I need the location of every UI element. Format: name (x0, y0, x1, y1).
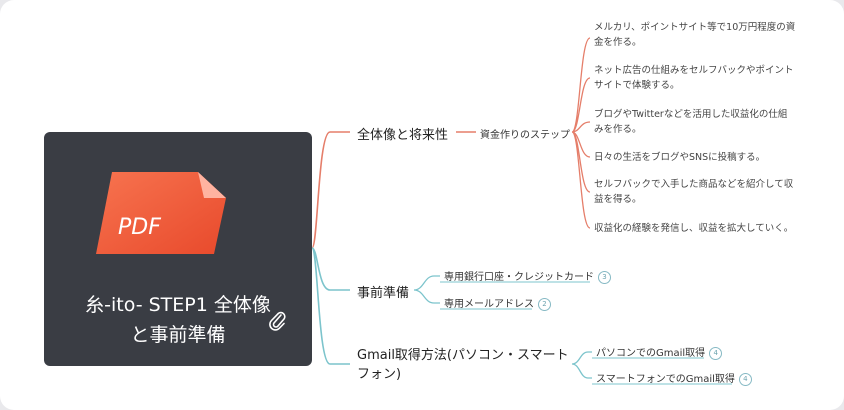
sub-node-funding-steps[interactable]: 資金作りのステップ (480, 130, 570, 141)
item-label: 専用銀行口座・クレジットカード (444, 272, 594, 283)
item-label: スマートフォンでのGmail取得 (596, 374, 735, 385)
leaf-node[interactable]: 収益化の経験を発信し、収益を拡大していく。 (594, 221, 810, 236)
paperclip-icon[interactable] (268, 310, 288, 332)
leaf-line: メルカリ、ポイントサイト等で10万円程度の資 (594, 22, 796, 33)
count-badge[interactable]: 3 (598, 270, 611, 284)
leaf-line: 益を得る。 (594, 194, 642, 205)
connector-root-branch1 (311, 131, 350, 249)
connector-branch3-items (571, 351, 592, 379)
leaf-node[interactable]: セルフバックで入手した商品などを紹介して収 益を得る。 (594, 177, 810, 207)
count-badge[interactable]: 2 (538, 297, 551, 311)
leaf-line: サイトで体験する。 (594, 80, 680, 91)
pdf-label: PDF (118, 215, 161, 240)
root-title-line2: と事前準備 (130, 324, 226, 346)
leaf-node[interactable]: ブログやTwitterなどを活用した収益化の仕組 みを作る。 (594, 107, 810, 137)
branch-overview[interactable]: 全体像と将来性 (357, 128, 449, 143)
leaf-line: ネット広告の仕組みをセルフバックやポイント (594, 65, 794, 76)
leaf-line: ブログやTwitterなどを活用した収益化の仕組 (594, 109, 788, 120)
branch-preparation[interactable]: 事前準備 (357, 286, 410, 301)
branch-label-line: Gmail取得方法(パソコン・スマート (357, 348, 569, 363)
item-label: パソコンでのGmail取得 (596, 348, 706, 359)
leaf-line: 金を作る。 (594, 37, 642, 48)
branch-label-line: フォン) (357, 367, 402, 382)
connector-root-branch3 (311, 247, 350, 365)
count-badge[interactable]: 4 (738, 372, 752, 386)
item-label: 専用メールアドレス (444, 299, 534, 310)
connector-sub-leaves (571, 37, 591, 229)
connector-branch2-items (413, 275, 440, 304)
item-bank-card[interactable]: 専用銀行口座・クレジットカード 3 (444, 268, 611, 284)
leaf-node[interactable]: 日々の生活をブログやSNSに投稿する。 (594, 150, 810, 165)
leaf-line: みを作る。 (594, 124, 642, 135)
leaf-line: 収益化の経験を発信し、収益を拡大していく。 (594, 223, 794, 234)
branch-gmail[interactable]: Gmail取得方法(パソコン・スマート フォン) (357, 346, 569, 384)
item-email[interactable]: 専用メールアドレス 2 (444, 295, 551, 311)
leaf-line: 日々の生活をブログやSNSに投稿する。 (594, 152, 766, 163)
pdf-file-icon: PDF (96, 172, 226, 254)
leaf-node[interactable]: メルカリ、ポイントサイト等で10万円程度の資 金を作る。 (594, 20, 810, 50)
count-badge[interactable]: 4 (709, 346, 723, 360)
leaf-node[interactable]: ネット広告の仕組みをセルフバックやポイント サイトで体験する。 (594, 63, 810, 93)
leaf-line: セルフバックで入手した商品などを紹介して収 (594, 179, 794, 190)
root-node-card[interactable]: PDF 糸-ito- STEP1 全体像 と事前準備 (44, 132, 312, 366)
root-title-line1: 糸-ito- STEP1 全体像 (85, 294, 271, 316)
root-title: 糸-ito- STEP1 全体像 と事前準備 (44, 290, 312, 350)
